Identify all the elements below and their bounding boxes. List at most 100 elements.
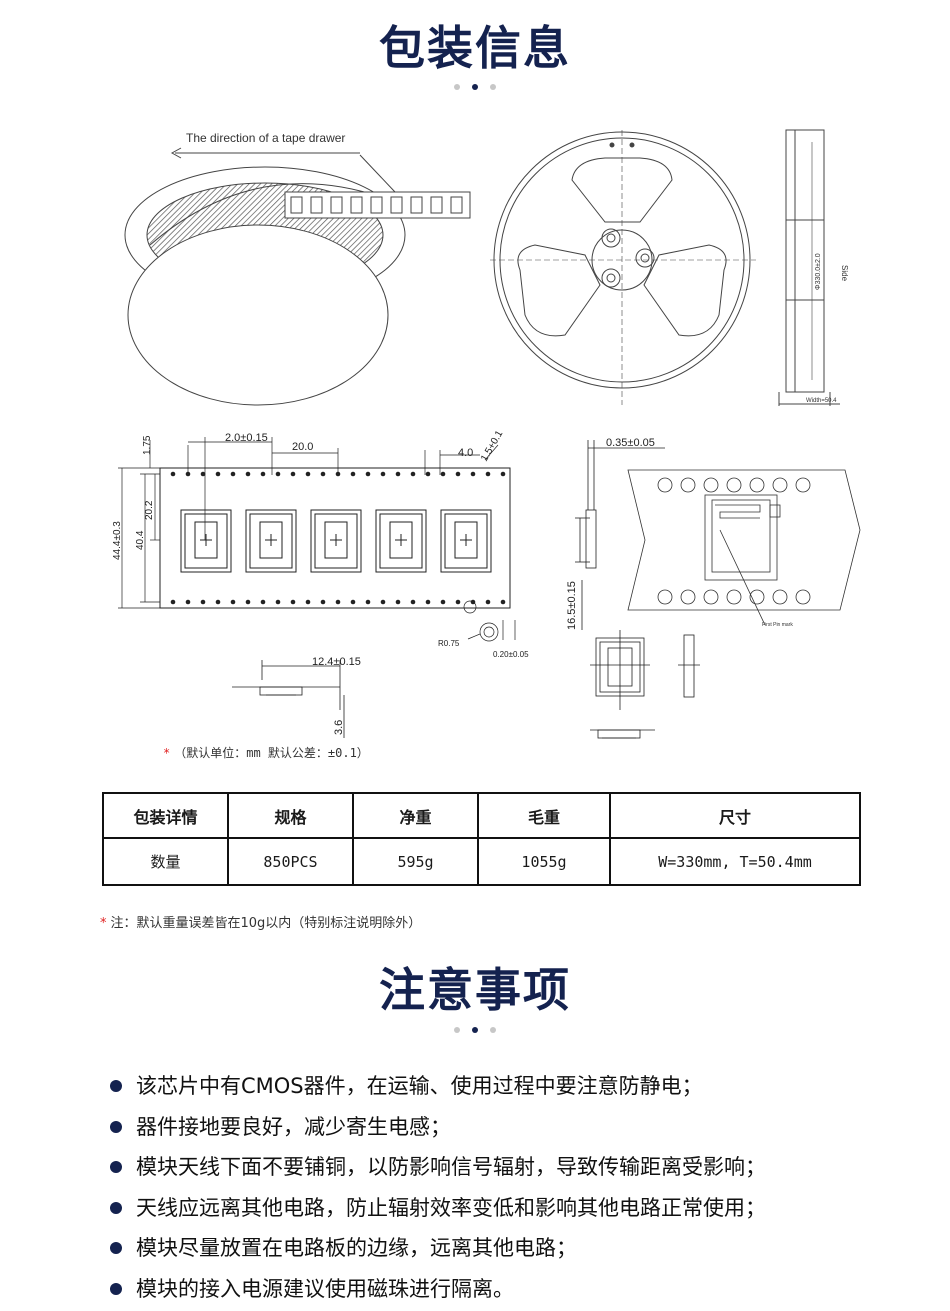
sprocket-hole xyxy=(245,599,251,605)
cavity xyxy=(245,509,297,573)
bullet-icon xyxy=(110,1242,122,1255)
carrier-tape xyxy=(118,440,511,609)
table-cell: 850PCS xyxy=(227,837,354,886)
pitch-label: 20.0 xyxy=(292,441,313,453)
dot-active xyxy=(472,1027,478,1033)
hole-pitch-label: 4.0 xyxy=(458,447,473,459)
units-note-text: （默认单位：mm 默认公差：±0.1） xyxy=(174,746,369,760)
sprocket-hole xyxy=(410,471,416,477)
sprocket-hole xyxy=(230,471,236,477)
dot xyxy=(490,1027,496,1033)
width-label: Width=50.4 xyxy=(806,398,837,404)
list-item-text: 天线应远离其他电路，防止辐射效率变低和影响其他电路正常使用； xyxy=(136,1195,766,1220)
reel-perspective xyxy=(124,147,471,406)
sprocket-hole xyxy=(380,471,386,477)
sprocket-hole xyxy=(395,599,401,605)
sprocket-hole xyxy=(170,599,176,605)
sprocket-hole xyxy=(320,599,326,605)
sprocket-hole xyxy=(726,589,742,605)
sprocket-hole xyxy=(657,477,673,493)
table-cell: 1055g xyxy=(477,837,611,886)
tape-zoom xyxy=(627,469,861,626)
units-note: *（默认单位：mm 默认公差：±0.1） xyxy=(163,744,369,761)
sprocket-hole xyxy=(215,471,221,477)
table-header: 毛重 xyxy=(477,792,611,839)
dot xyxy=(490,84,496,90)
sprocket-hole xyxy=(335,599,341,605)
table-header: 净重 xyxy=(352,792,479,839)
list-item: 该芯片中有CMOS器件，在运输、使用过程中要注意防静电； xyxy=(110,1066,766,1107)
table-row: 数量 850PCS 595g 1055g W=330mm, T=50.4mm xyxy=(102,837,861,886)
sprocket-hole xyxy=(485,599,491,605)
sprocket-hole xyxy=(260,471,266,477)
list-item: 天线应远离其他电路，防止辐射效率变低和影响其他电路正常使用； xyxy=(110,1188,766,1229)
tape-width-label: 44.4±0.3 xyxy=(112,521,123,560)
list-item-text: 该芯片中有CMOS器件，在运输、使用过程中要注意防静电； xyxy=(136,1074,703,1098)
cavity-width-label: 12.4±0.15 xyxy=(312,656,361,668)
list-item-text: 模块的接入电源建议使用磁珠进行隔离。 xyxy=(136,1276,514,1301)
tape-side-view xyxy=(575,440,665,630)
sprocket-hole xyxy=(170,471,176,477)
table-header-row: 包装详情 规格 净重 毛重 尺寸 xyxy=(102,792,861,839)
bullet-icon xyxy=(110,1161,122,1174)
sprocket-hole xyxy=(749,589,765,605)
weight-note-text: 注：默认重量误差皆在10g以内（特别标注说明除外） xyxy=(110,916,422,931)
inner-width-label: 40.4 xyxy=(135,530,146,550)
table-header: 规格 xyxy=(227,792,354,839)
sprocket-hole xyxy=(500,599,506,605)
list-item-text: 模块尽量放置在电路板的边缘，远离其他电路； xyxy=(136,1236,577,1260)
bullet-icon xyxy=(110,1080,122,1093)
sprocket-hole xyxy=(290,599,296,605)
list-item: 模块天线下面不要铺铜，以防影响信号辐射，导致传输距离受影响； xyxy=(110,1147,766,1188)
precautions-title: 注意事项 xyxy=(379,963,571,1017)
cover-thickness-label: 0.35±0.05 xyxy=(606,437,655,449)
sprocket-hole xyxy=(455,471,461,477)
weight-note: *注：默认重量误差皆在10g以内（特别标注说明除外） xyxy=(100,912,421,931)
sprocket-hole xyxy=(440,599,446,605)
bullet-icon xyxy=(110,1201,122,1214)
sprocket-hole xyxy=(772,589,788,605)
sprocket-hole xyxy=(260,599,266,605)
table-cell: 595g xyxy=(352,837,479,886)
dot-active xyxy=(472,84,478,90)
sprocket-hole xyxy=(185,599,191,605)
side-label: Side xyxy=(840,265,849,282)
table-cell: W=330mm, T=50.4mm xyxy=(609,837,861,886)
list-item: 模块的接入电源建议使用磁珠进行隔离。 xyxy=(110,1269,766,1310)
bullet-icon xyxy=(110,1120,122,1133)
cavity xyxy=(375,509,427,573)
cavity xyxy=(180,509,232,573)
sprocket-hole xyxy=(749,477,765,493)
note-star: * xyxy=(100,916,107,931)
sprocket-hole xyxy=(795,589,811,605)
sprocket-hole xyxy=(290,471,296,477)
first-pin-label: First Pin mark xyxy=(762,622,793,628)
sprocket-hole xyxy=(365,471,371,477)
sprocket-hole xyxy=(500,471,506,477)
title-dots xyxy=(0,1027,950,1033)
hole-dia-label: 1.5+0.1 xyxy=(479,428,506,463)
sprocket-hole xyxy=(395,471,401,477)
cavity xyxy=(310,509,362,573)
cavity-depth-label: 3.6 xyxy=(333,720,345,735)
packaging-table: 包装详情 规格 净重 毛重 尺寸 数量 850PCS 595g 1055g W=… xyxy=(102,792,861,886)
cavity-offset-label: 20.2 xyxy=(144,500,155,520)
dot xyxy=(454,84,460,90)
module-views xyxy=(590,630,700,739)
tape-cavities xyxy=(180,509,492,573)
sprocket-hole xyxy=(200,471,206,477)
sprocket-hole xyxy=(245,471,251,477)
table-cell: 数量 xyxy=(102,837,229,886)
sprocket-hole xyxy=(680,477,696,493)
sprocket-hole xyxy=(380,599,386,605)
sprocket-hole xyxy=(703,477,719,493)
sprocket-hole xyxy=(657,589,673,605)
packaging-drawing: The direction of a tape drawer Φ330.0±2.… xyxy=(112,129,861,739)
diameter-label: Φ330.0±2.0 xyxy=(815,253,822,290)
sprocket-hole xyxy=(410,599,416,605)
sprocket-hole xyxy=(795,477,811,493)
cavity-section xyxy=(232,660,345,738)
radius-label: R0.75 xyxy=(438,639,460,648)
sprocket-hole xyxy=(275,471,281,477)
sprocket-hole xyxy=(365,599,371,605)
